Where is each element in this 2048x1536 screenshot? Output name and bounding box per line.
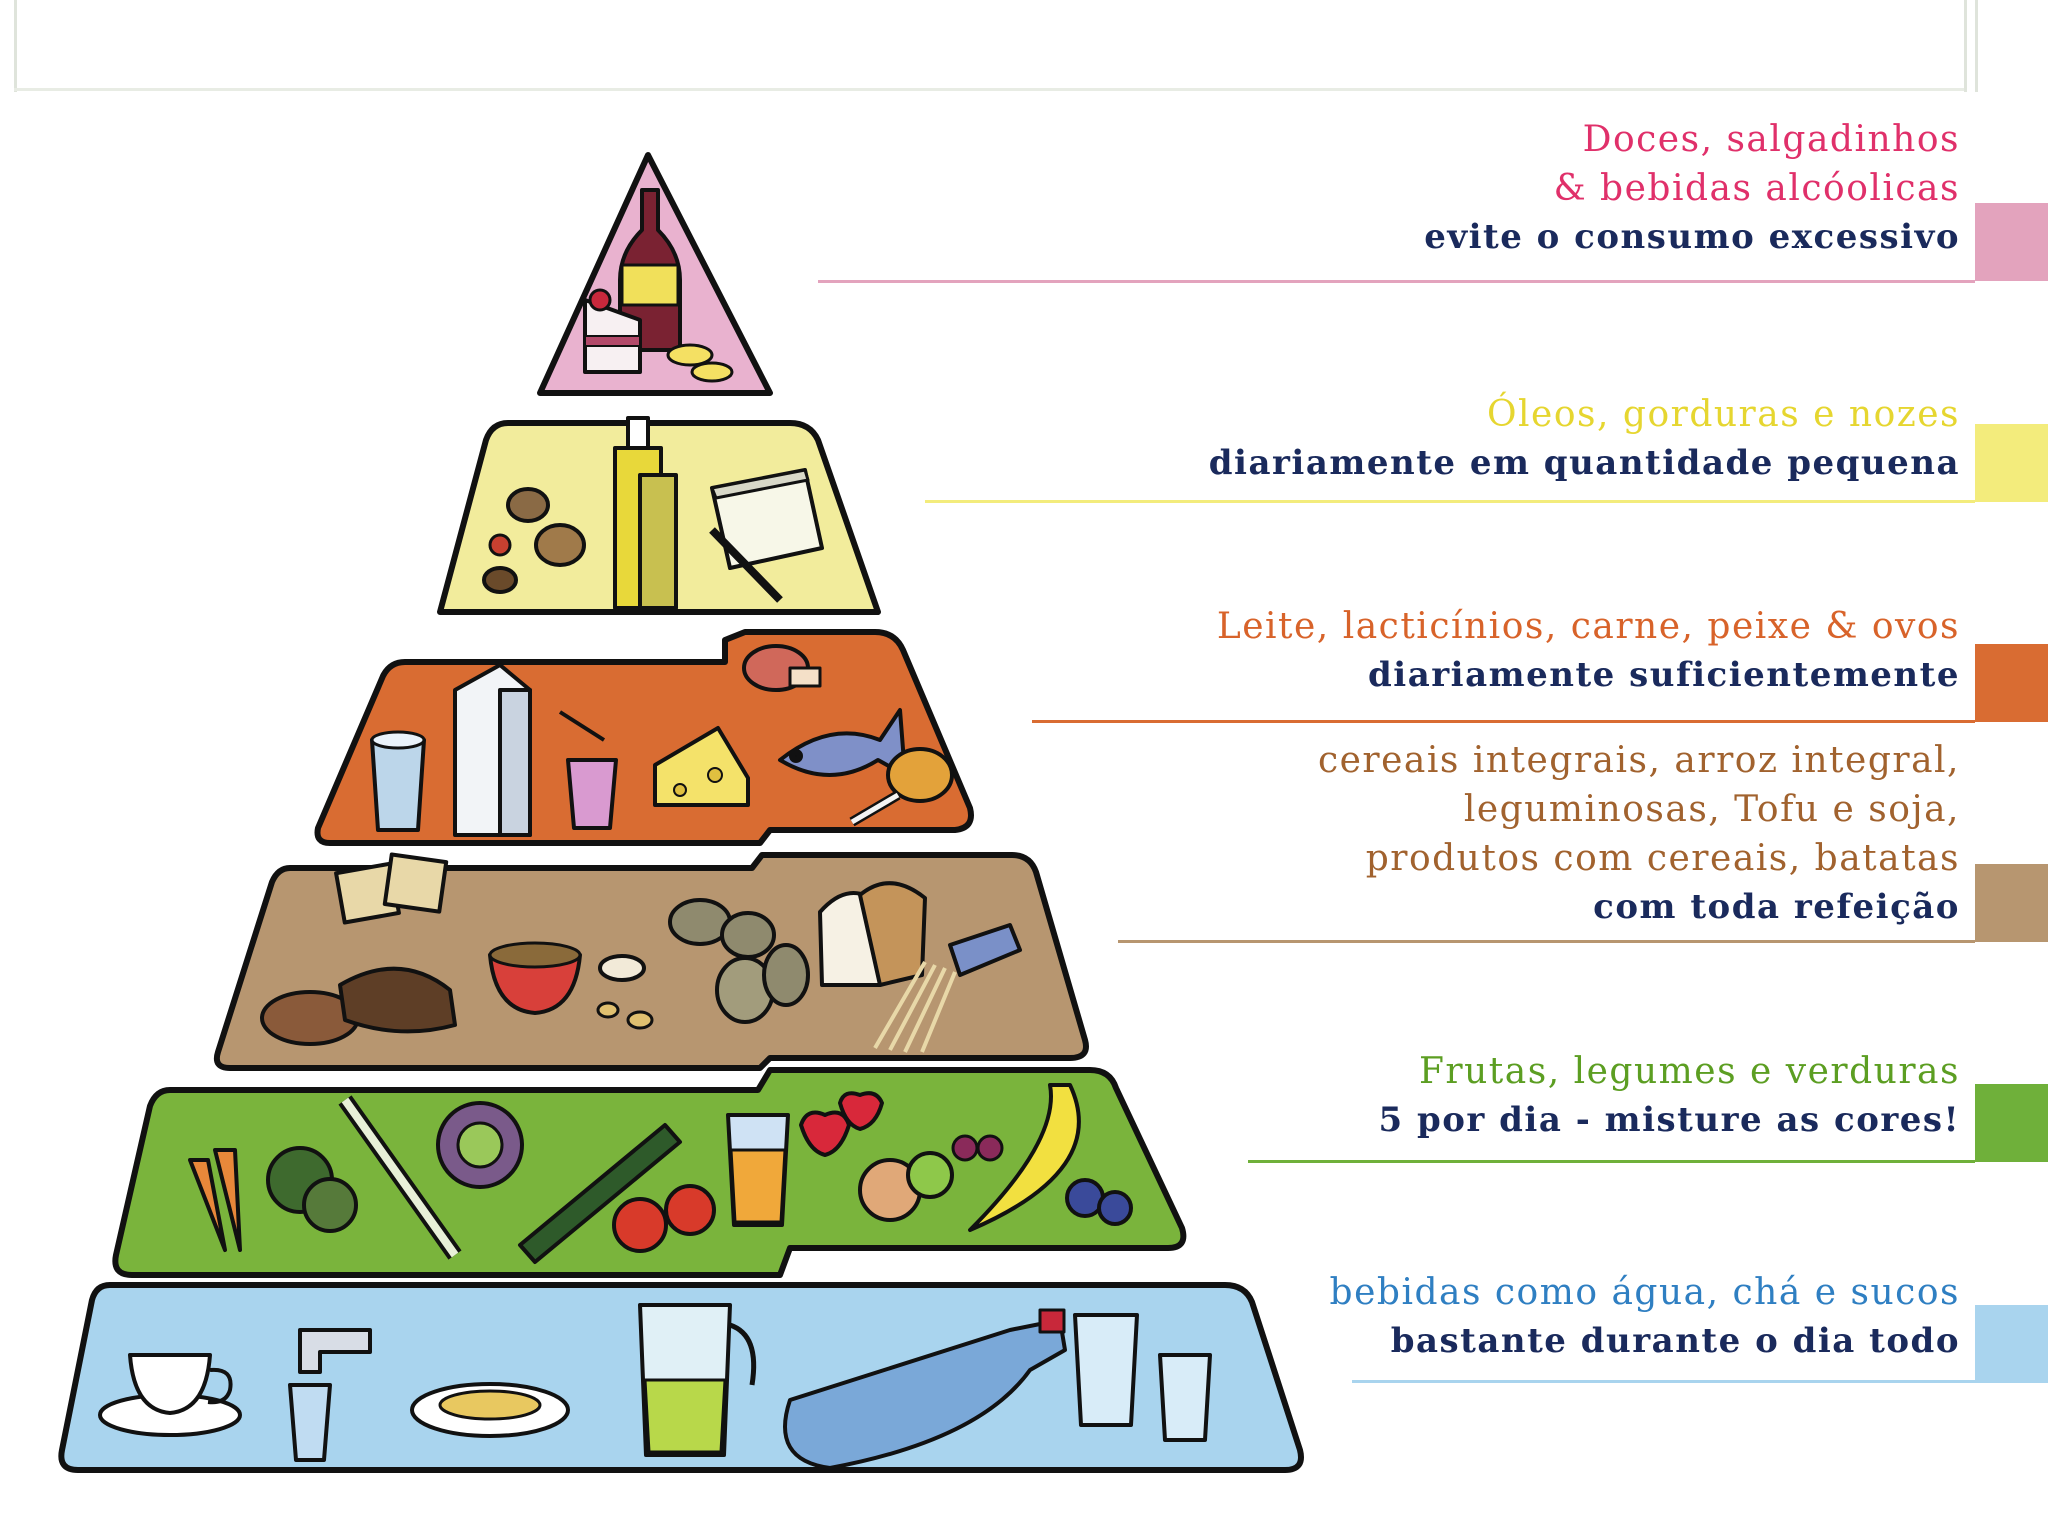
wine-bottle-icon [618,188,682,352]
plums-icon [1065,1178,1133,1226]
water-bottle-icon [783,1308,1067,1470]
label-oils: Óleos, gorduras e nozes diariamente em q… [1209,390,1960,488]
level-title: Leite, lacticínios, carne, peixe & ovos [1216,606,1960,647]
level-advice: com toda refeição [1593,887,1960,927]
nuts-icon [482,487,586,594]
level-title: & bebidas alcóolicas [1553,168,1960,209]
slide-frame-line [1975,0,1978,92]
tier-fruits-vegetables [112,1067,1187,1278]
level-advice: diariamente suficientemente [1368,655,1960,695]
color-swatch [1975,203,2048,281]
level-advice: bastante durante o dia todo [1390,1321,1960,1361]
color-swatch [1975,1305,2048,1383]
level-title: bebidas como água, chá e sucos [1329,1272,1960,1313]
potatoes-icon [668,898,810,1024]
juice-glass-icon [726,1113,790,1227]
water-tap-icon [288,1328,372,1462]
broccoli-icon [266,1146,358,1233]
lettuce-icon [436,1101,524,1189]
crackers-icon [334,852,449,925]
level-title: Frutas, legumes e verduras [1418,1051,1960,1092]
tier-beverages [58,1282,1304,1473]
strawberries-icon [799,1091,884,1157]
sliced-bread-icon [818,881,927,987]
carrots-icon [188,1148,242,1252]
divider-line [1352,1380,1975,1383]
divider-line [1118,940,1975,943]
tier-oils [437,416,881,615]
cheese-icon [653,726,750,807]
yogurt-cup-icon [370,730,426,832]
banana-icon [968,1083,1081,1232]
slide-frame-line [14,0,17,92]
label-fruits-vegetables: Frutas, legumes e verduras 5 por dia - m… [1378,1047,1960,1145]
cherries-icon [951,1134,1004,1162]
label-beverages: bebidas como água, chá e sucos bastante … [1330,1268,1960,1366]
cucumber-icon [518,1123,682,1264]
divider-line [1032,720,1975,723]
slide-header-rule [14,88,1964,91]
leek-icon [338,1095,462,1260]
level-title: produtos com cereais, batatas [1365,838,1960,879]
apple-icon [858,1151,954,1222]
tier-dairy-meat [314,629,974,846]
cereal-bowl-icon [488,941,582,1015]
tier-cereals [213,852,1089,1071]
pitcher-icon [638,1303,757,1457]
steak-icon [742,644,822,692]
yogurt-cup-icon [558,710,618,830]
color-swatch [1975,424,2048,502]
milk-carton-icon [453,663,532,837]
level-advice: 5 por dia - misture as cores! [1378,1100,1960,1140]
slide-header-area [0,0,2048,92]
level-title: Doces, salgadinhos [1582,119,1960,160]
pasta-icon [873,923,1022,1053]
butter-tub-icon [709,468,824,603]
slide-frame-line [1964,0,1967,92]
label-cereals: cereais integrais, arroz integral, legum… [1318,736,1960,932]
tomatoes-icon [612,1184,716,1253]
chips-icon [666,343,734,383]
level-advice: diariamente em quantidade pequena [1208,443,1960,483]
oil-bottle-icon [613,416,678,610]
level-title: Óleos, gorduras e nozes [1487,394,1960,435]
color-swatch [1975,864,2048,942]
cake-slice-icon [583,288,642,374]
label-sweets: Doces, salgadinhos & bebidas alcóolicas … [1424,115,1960,262]
chicken-leg-icon [849,747,954,827]
bread-loaf-icon [260,966,457,1046]
tier-sweets [537,152,773,396]
soup-plate-icon [410,1382,570,1438]
label-dairy-meat: Leite, lacticínios, carne, peixe & ovos … [1217,602,1960,700]
fish-icon [778,708,907,777]
tea-cup-icon [98,1353,242,1437]
level-advice: evite o consumo excessivo [1424,217,1960,257]
water-glasses-icon [1073,1313,1212,1442]
color-swatch [1975,644,2048,722]
divider-line [818,280,1975,283]
mushrooms-icon [596,954,654,1030]
divider-line [1248,1160,1975,1163]
color-swatch [1975,1084,2048,1162]
level-title: leguminosas, Tofu e soja, [1463,789,1960,830]
divider-line [925,500,1975,503]
level-title: cereais integrais, arroz integral, [1317,740,1960,781]
